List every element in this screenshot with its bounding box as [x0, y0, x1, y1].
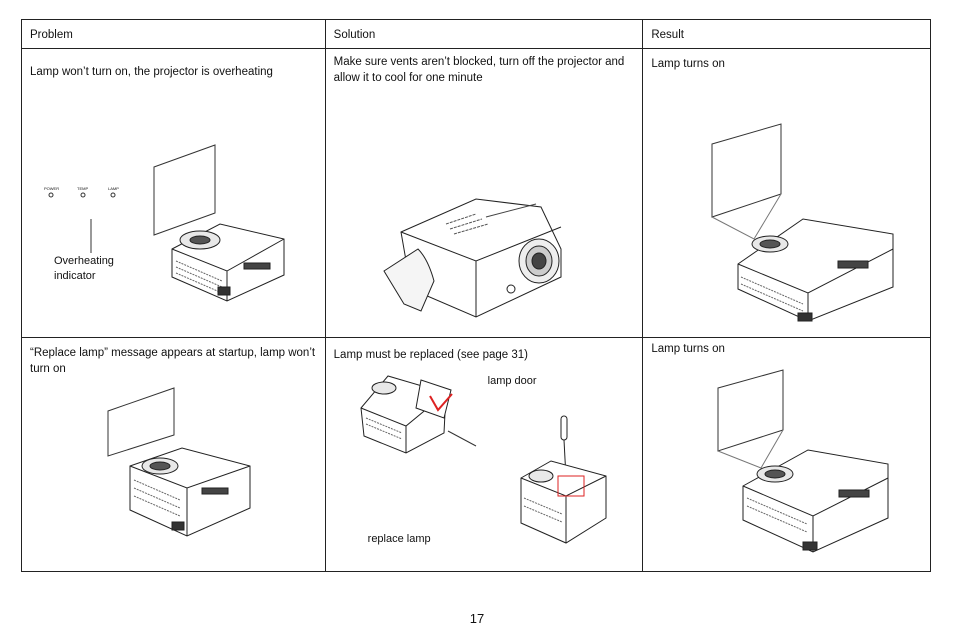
page-number: 17 [469, 611, 485, 626]
lamp-replacement-illustration [360, 375, 607, 544]
projector-icon [360, 375, 452, 454]
header-result-label: Result [651, 29, 684, 41]
solution-cell: Make sure vents aren’t blocked, turn off… [324, 48, 644, 338]
overheating-illustration [48, 144, 285, 302]
header-row: Problem Solution Result [21, 19, 931, 49]
screen-icon [153, 144, 216, 236]
solution-text: Lamp must be replaced (see page 31) [333, 349, 528, 361]
power-indicator-label: POWER [44, 186, 60, 191]
lamp-door-label: lamp door [487, 375, 537, 387]
lamp-on-illustration [711, 123, 894, 322]
problem-cell: “Replace lamp” message appears at startu… [21, 337, 326, 572]
screw-icon [447, 430, 476, 447]
callout-label-line2: indicator [54, 270, 96, 282]
screen-icon [107, 387, 175, 457]
table-row: Lamp won’t turn on, the projector is ove… [21, 48, 931, 338]
hand-icon [382, 248, 435, 312]
screen-icon [717, 369, 784, 452]
header-problem: Problem [21, 19, 326, 49]
header-result: Result [642, 19, 931, 49]
header-solution: Solution [324, 19, 644, 49]
projector-icon [129, 447, 251, 537]
callout-label-line1: Overheating [54, 255, 114, 267]
result-cell: Lamp turns on [642, 48, 931, 338]
table-row: “Replace lamp” message appears at startu… [21, 337, 931, 572]
temp-indicator-label: TEMP [77, 186, 89, 191]
cooling-illustration [382, 198, 562, 318]
header-solution-label: Solution [333, 29, 376, 41]
temp-led-icon [80, 192, 86, 198]
lamp-led-icon [110, 192, 116, 198]
result-cell: Lamp turns on [642, 337, 931, 572]
projector-icon [400, 198, 562, 318]
header-problem-label: Problem [30, 29, 73, 41]
projector-icon [171, 223, 285, 302]
lamp-on-illustration [717, 369, 889, 553]
result-text: Lamp turns on [651, 343, 725, 355]
lamp-door-icon [415, 379, 452, 419]
projector-icon [742, 449, 889, 553]
problem-cell: Lamp won’t turn on, the projector is ove… [21, 48, 326, 338]
power-led-icon [48, 192, 54, 198]
screen-icon [711, 123, 782, 218]
result-text: Lamp turns on [651, 58, 725, 70]
projector-icon [520, 460, 607, 544]
troubleshooting-table: Problem Solution Result Lamp won’t turn … [21, 19, 931, 572]
solution-text: Make sure vents aren’t blocked, turn off… [333, 56, 625, 84]
problem-text: Lamp won’t turn on, the projector is ove… [30, 66, 273, 78]
replace-lamp-message-illustration [107, 387, 251, 537]
arrow-icon [428, 393, 453, 412]
problem-text: “Replace lamp” message appears at startu… [30, 347, 316, 375]
replace-lamp-label: replace lamp [367, 533, 431, 545]
solution-cell: Lamp must be replaced (see page 31) lamp… [324, 337, 644, 572]
projector-icon [737, 218, 894, 322]
lamp-indicator-label: LAMP [108, 186, 119, 191]
